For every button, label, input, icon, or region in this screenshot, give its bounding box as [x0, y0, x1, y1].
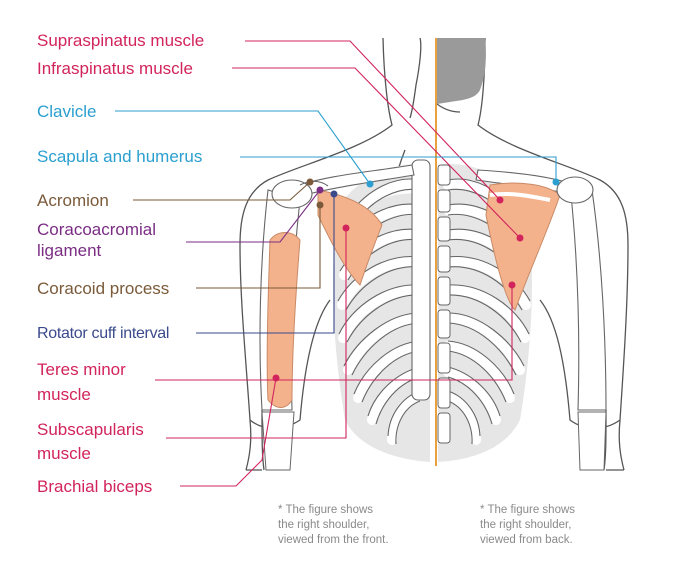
note-front-line2: the right shoulder,: [278, 519, 370, 531]
label-infraspinatus: Infraspinatus muscle: [37, 59, 193, 78]
label-scapula-humerus: Scapula and humerus: [37, 147, 203, 166]
label-acromion: Acromion: [37, 191, 109, 210]
leader-lines: [115, 40, 557, 487]
note-back: * The figure shows the right shoulder, v…: [480, 503, 575, 548]
label-teres-minor-line2: muscle: [37, 385, 91, 404]
note-back-line2: the right shoulder,: [480, 519, 572, 531]
hair-shape: [437, 38, 486, 104]
label-coracoid: Coracoid process: [37, 279, 170, 298]
forearm-bones: [261, 411, 607, 471]
label-clavicle: Clavicle: [37, 102, 97, 121]
label-supraspinatus: Supraspinatus muscle: [37, 31, 205, 50]
label-coracoacromial-line1: Coracoacromial: [37, 220, 157, 239]
label-subscapularis-line1: Subscapularis: [37, 420, 144, 439]
note-back-line3: viewed from back.: [480, 534, 573, 546]
note-front-line3: viewed from the front.: [278, 534, 389, 546]
label-subscapularis-line2: muscle: [37, 444, 91, 463]
label-brachial-biceps: Brachial biceps: [37, 477, 153, 496]
note-back-line1: * The figure shows: [480, 504, 576, 516]
label-rotator-cuff-interval: Rotator cuff interval: [37, 325, 170, 342]
label-teres-minor-line1: Teres minor: [37, 360, 126, 379]
note-front: * The figure shows the right shoulder, v…: [278, 503, 389, 548]
label-coracoacromial-line2: ligament: [37, 241, 102, 260]
note-front-line1: * The figure shows: [278, 504, 374, 516]
pointer-dots: [272, 178, 560, 382]
